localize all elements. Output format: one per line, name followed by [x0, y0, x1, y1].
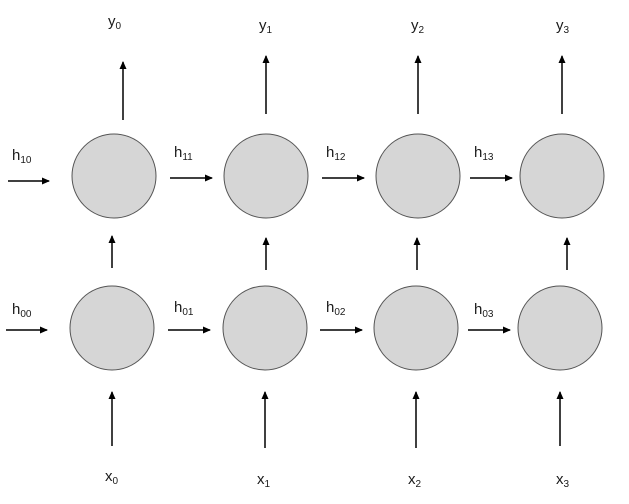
node-bottom-2: [373, 285, 459, 371]
node-bottom-3: [517, 285, 603, 371]
node-top-1: [223, 133, 309, 219]
input-label-0: x0: [105, 468, 119, 487]
output-label-2: y2: [411, 17, 425, 36]
node-bottom-1: [222, 285, 308, 371]
node-top-0: [71, 133, 157, 219]
top-hidden-label-0: h10: [12, 147, 32, 166]
bottom-hidden-label-3: h03: [474, 301, 494, 320]
node-bottom-0: [69, 285, 155, 371]
bottom-hidden-label-0: h00: [12, 301, 32, 320]
node-top-2: [375, 133, 461, 219]
input-label-2: x2: [408, 471, 422, 490]
bottom-hidden-label-1: h01: [174, 299, 194, 318]
bottom-hidden-label-2: h02: [326, 299, 346, 318]
top-hidden-label-2: h12: [326, 144, 346, 163]
top-hidden-label-1: h11: [174, 144, 193, 163]
node-top-3: [519, 133, 605, 219]
top-hidden-label-3: h13: [474, 144, 494, 163]
output-label-3: y3: [556, 17, 570, 36]
input-label-1: x1: [257, 471, 271, 490]
output-label-0: y0: [108, 13, 122, 32]
input-label-3: x3: [556, 471, 570, 490]
output-label-1: y1: [259, 17, 273, 36]
